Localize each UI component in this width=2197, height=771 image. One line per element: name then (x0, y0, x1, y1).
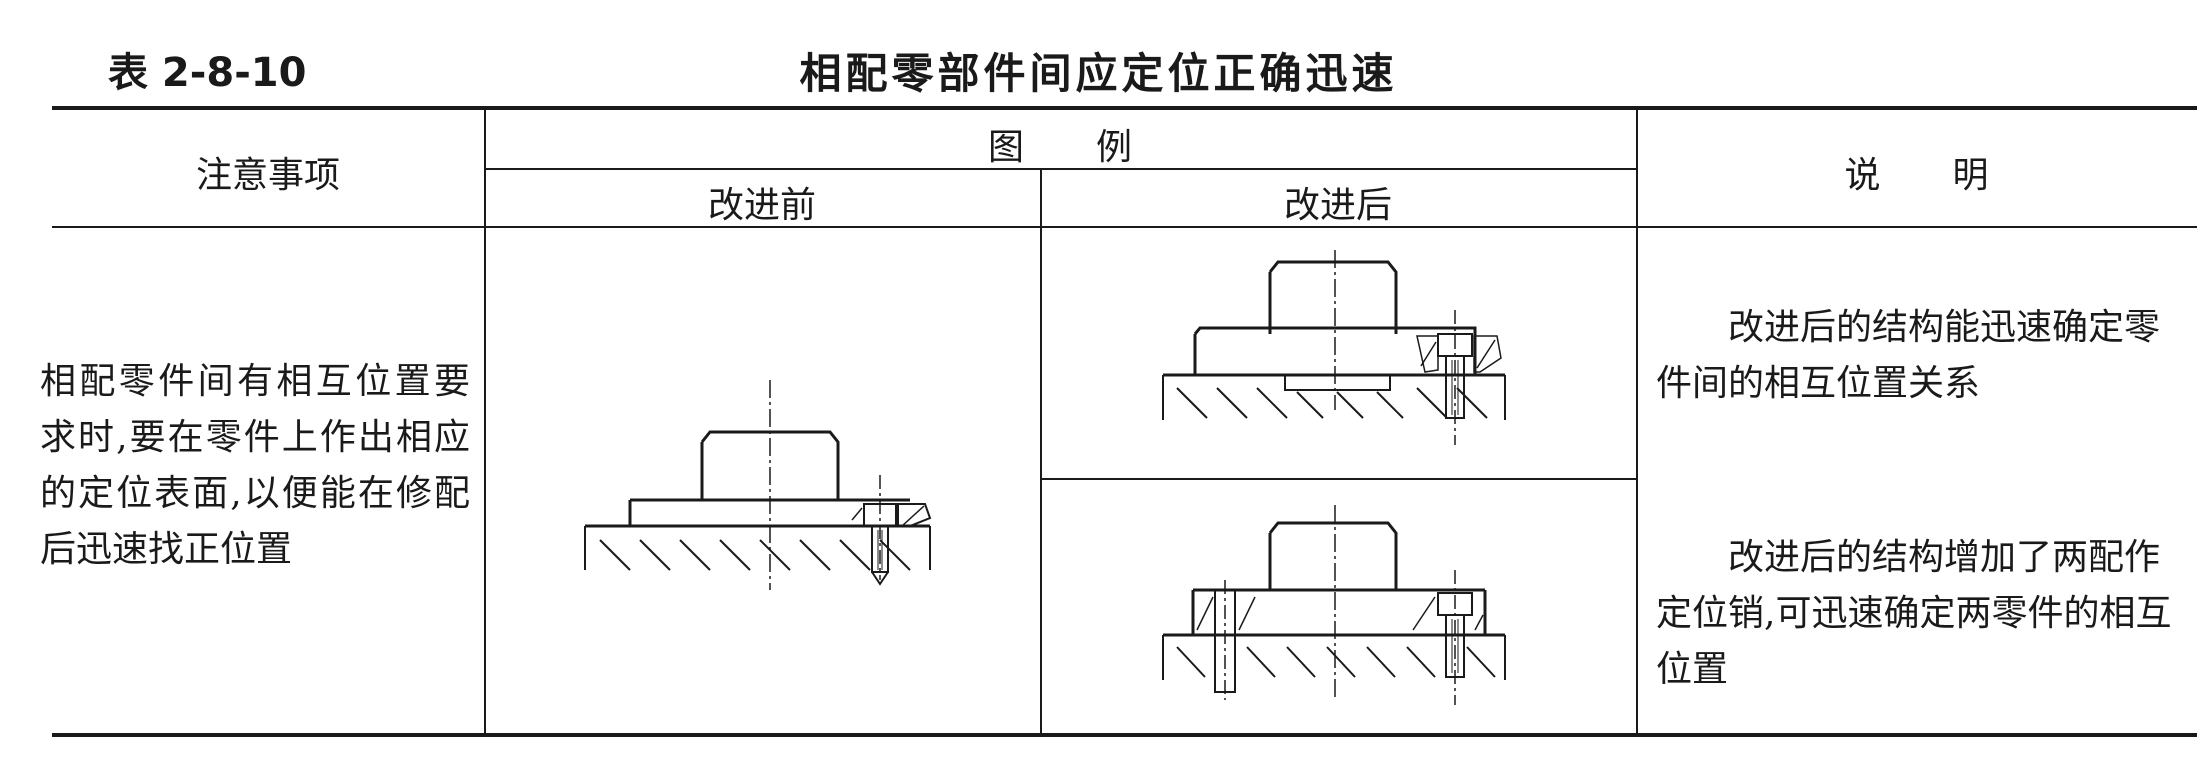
table-number: 表 2-8-10 (108, 50, 307, 96)
after-row-divider (1040, 478, 1636, 480)
header-notes: 注意事项 (195, 155, 340, 196)
header-explain: 说 明 (1844, 155, 1989, 196)
figure-after-2-drawing (1162, 505, 1506, 705)
column-divider-3 (1636, 106, 1638, 735)
table-bottom-rule (52, 733, 2197, 737)
figure-before-drawing (584, 380, 932, 590)
header-bottom-rule (52, 226, 2197, 228)
column-divider-2 (1040, 168, 1042, 735)
table-top-rule (52, 106, 2197, 110)
notes-text: 相配零件间有相互位置要求时,要在零件上作出相应的定位表面,以便能在修配后迅速找正… (40, 361, 470, 570)
table-caption: 相配零部件间应定位正确迅速 (799, 49, 1398, 98)
figure-subheader-rule (484, 168, 1636, 170)
header-before: 改进前 (707, 185, 816, 226)
header-after: 改进后 (1283, 185, 1392, 226)
explanation-1: 改进后的结构能迅速确定零件间的相互位置关系 (1656, 307, 2161, 404)
header-figure: 图 例 (987, 127, 1132, 168)
column-divider-1 (484, 106, 486, 735)
explanation-2: 改进后的结构增加了两配作定位销,可迅速确定两零件的相互位置 (1656, 537, 2172, 690)
figure-after-1-drawing (1162, 250, 1506, 445)
